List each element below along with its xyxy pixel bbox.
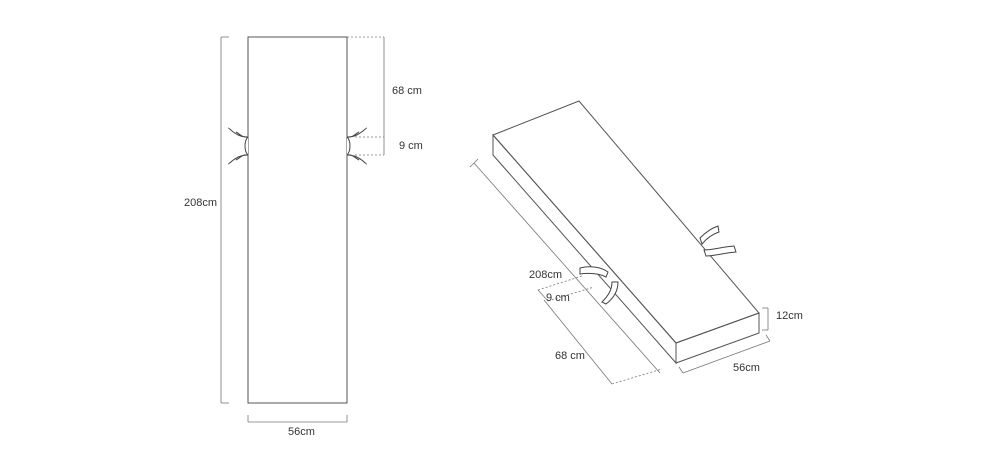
length-label-iso: 208cm: [529, 269, 562, 281]
height-label-iso: 12cm: [776, 310, 803, 322]
tie-width-label-iso: 9 cm: [546, 292, 570, 304]
cushion-end-face: [675, 312, 760, 364]
width-dimension-iso: [678, 334, 771, 374]
cushion-front-face: [492, 133, 677, 365]
tie-front-icon: [579, 266, 619, 305]
width-label-front: 56cm: [288, 426, 315, 438]
width-dimension-front: [247, 415, 348, 423]
tie-back-icon: [699, 225, 737, 257]
tie-offset-dimension-iso: [543, 299, 663, 385]
tie-offset-label-front: 68 cm: [392, 85, 422, 97]
cushion-outline-front: [247, 36, 348, 404]
front-view: 208cm 56cm 68 cm 9 cm: [184, 36, 423, 438]
tie-width-dimension-iso: [537, 275, 595, 302]
tie-right-icon: [346, 127, 367, 165]
width-label-iso: 56cm: [733, 362, 760, 374]
height-dimension-iso: [762, 307, 769, 331]
length-dimension-iso: [469, 158, 661, 374]
tie-width-label-front: 9 cm: [399, 140, 423, 152]
iso-view: 208cm 9 cm 68 cm 56cm 12cm: [469, 100, 803, 385]
tie-left-icon: [228, 127, 249, 165]
length-label-front: 208cm: [184, 197, 217, 209]
length-dimension-front: [220, 36, 229, 404]
tie-offset-label-iso: 68 cm: [555, 350, 585, 362]
tie-offset-dimension-front: [347, 36, 385, 156]
